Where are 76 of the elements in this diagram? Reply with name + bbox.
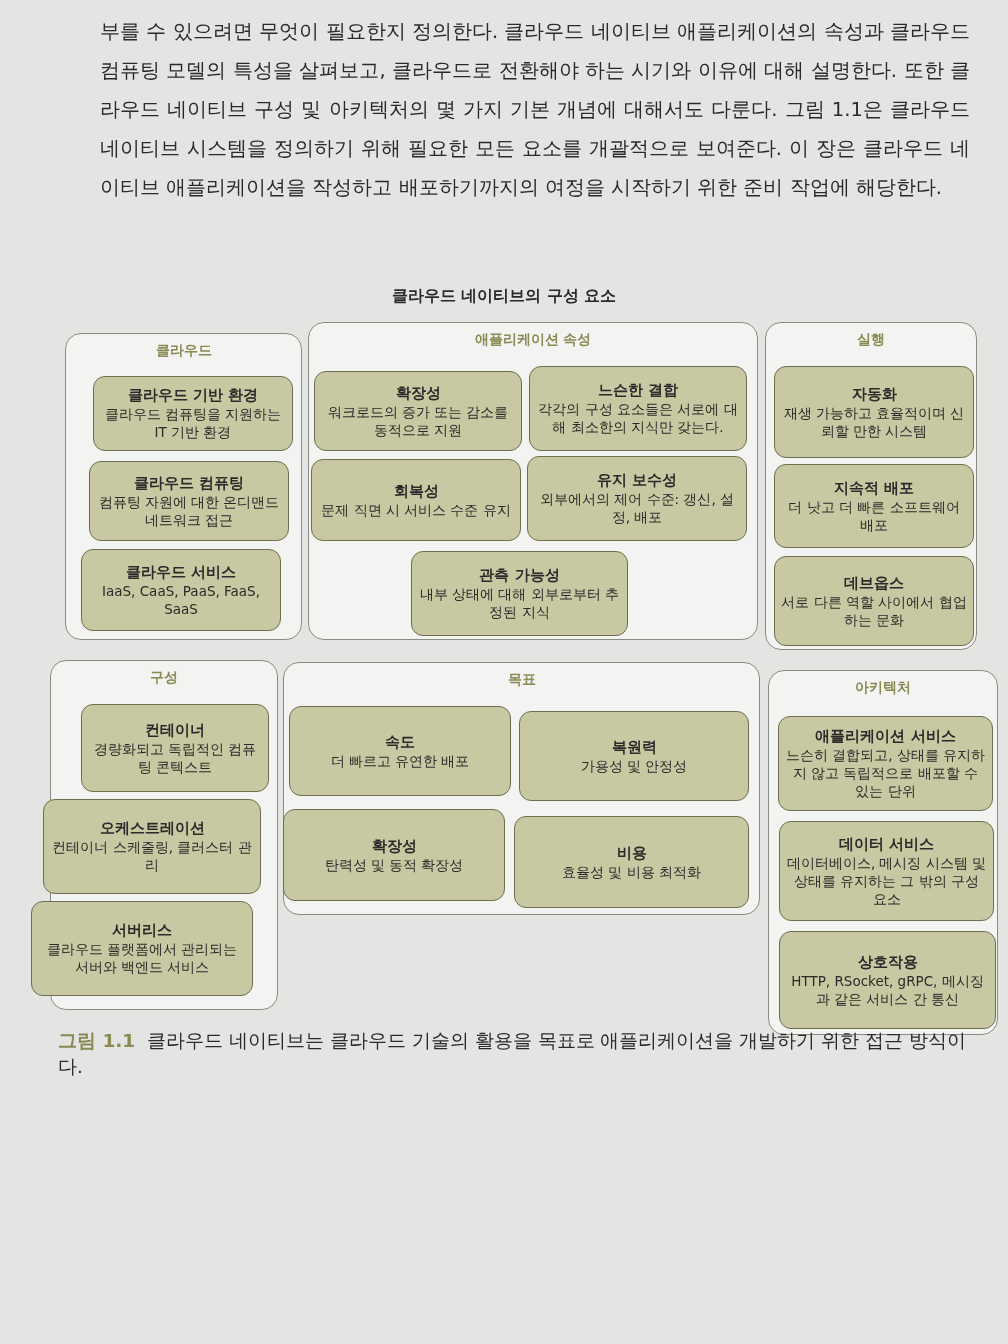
- component-box: [314, 371, 522, 451]
- component-box: [779, 931, 996, 1029]
- box-description: 가용성 및 안정성: [580, 756, 688, 775]
- box-heading: 회복성: [393, 481, 439, 501]
- component-box: [289, 706, 511, 796]
- box-description: 느슨히 결합되고, 상태를 유지하지 않고 독립적으로 배포할 수 있는 단위: [785, 746, 986, 800]
- box-description: 컴퓨팅 자원에 대한 온디맨드 네트워크 접근: [97, 492, 281, 529]
- box-description: 클라우드 컴퓨팅을 지원하는 IT 기반 환경: [103, 405, 283, 441]
- group-title: 목표: [506, 671, 537, 689]
- component-box: [411, 551, 628, 636]
- group-title: 클라우드: [154, 342, 213, 360]
- figure-caption: 그림 1.1 클라우드 네이티브는 클라우드 기술의 활용을 목표로 애플리케이션을 개발하기 위한 접근 방식이다.: [58, 1029, 967, 1079]
- component-box: [514, 816, 749, 908]
- box-description: 문제 직면 시 서비스 수준 유지: [321, 500, 511, 519]
- component-box: [529, 366, 747, 451]
- component-box: [774, 464, 974, 548]
- box-description: 효율성 및 비용 최적화: [562, 862, 701, 881]
- component-box: [81, 549, 281, 631]
- diagram-title: 클라우드 네이티브의 구성 요소: [390, 286, 618, 307]
- component-box: [774, 556, 974, 646]
- box-heading: 관측 가능성: [479, 566, 560, 585]
- component-box: [519, 711, 749, 801]
- box-heading: 클라우드 서비스: [125, 562, 237, 582]
- box-heading: 지속적 배포: [833, 478, 915, 498]
- group-panel: [308, 322, 758, 640]
- component-box: [283, 809, 505, 901]
- box-heading: 확장성: [371, 836, 417, 856]
- component-box: [43, 799, 261, 894]
- component-box: [774, 366, 974, 458]
- box-heading: 컨테이너: [145, 720, 205, 740]
- box-heading: 오케스트레이션: [99, 819, 205, 838]
- component-box: [311, 459, 521, 541]
- component-box: [779, 821, 994, 921]
- box-description: HTTP, RSocket, gRPC, 메시징과 같은 서비스 간 통신: [790, 971, 985, 1008]
- group-title: 애플리케이션 속성: [473, 331, 593, 349]
- box-heading: 느슨한 결합: [597, 381, 679, 400]
- box-description: 서로 다른 역할 사이에서 협업하는 문화: [781, 592, 967, 629]
- box-description: 내부 상태에 대해 외부로부터 추정된 지식: [418, 585, 621, 621]
- box-description: IaaS, CaaS, PaaS, FaaS, SaaS: [101, 581, 261, 618]
- box-heading: 클라우드 기반 환경: [127, 386, 259, 405]
- group-panel: [283, 662, 760, 915]
- component-box: [31, 901, 253, 996]
- box-heading: 데브옵스: [844, 573, 904, 593]
- box-heading: 상호작용: [857, 952, 918, 972]
- box-description: 데이터베이스, 메시징 시스템 및 상태를 유지하는 그 밖의 구성 요소: [786, 853, 987, 908]
- group-panel: [765, 322, 977, 650]
- box-description: 탄력성 및 동적 확장성: [324, 855, 464, 874]
- box-heading: 확장성: [395, 383, 441, 403]
- component-box: [81, 704, 269, 792]
- group-title: 실행: [856, 331, 886, 349]
- box-heading: 속도: [385, 732, 415, 752]
- component-box: [89, 461, 289, 541]
- box-heading: 자동화: [851, 384, 897, 404]
- box-description: 더 낫고 더 빠른 소프트웨어 배포: [787, 497, 961, 534]
- component-box: [93, 376, 293, 451]
- box-heading: 비용: [616, 843, 647, 863]
- box-description: 컨테이너 스케줄링, 클러스터 관리: [51, 838, 253, 874]
- group-panel: [65, 333, 302, 640]
- body-paragraph: 부를 수 있으려면 무엇이 필요한지 정의한다. 클라우드 네이티브 애플리케이션의 속성과 클라우드 컴퓨팅 모델의 특성을 살펴보고, 클라우드로 전환해야 하는 시기와 이유에 대해 설명한다. 또한 클라우드 네이티브 구성 및 아키텍처의 몇 가지 기본 개념에 대해서도 다룬다. 그림 1.1은 클라우드 네이티브 시스템을 정의하기 위해 필요한 모든 요소를 개괄적으로 보여준다. 이 장은 클라우드 네이티브 애플리케이션을 작성하고 배포하기까지의 여정을 시작하기 위한 준비 작업에 해당한다.: [100, 19, 970, 201]
- box-description: 재생 가능하고 효율적이며 신뢰할 만한 시스템: [782, 403, 966, 440]
- box-heading: 애플리케이션 서비스: [815, 727, 956, 746]
- component-box: [778, 716, 993, 811]
- box-heading: 데이터 서비스: [838, 834, 935, 854]
- group-title: 구성: [149, 669, 179, 687]
- box-description: 경량화되고 독립적인 컴퓨팅 콘텍스트: [92, 739, 258, 776]
- group-title: 아키텍처: [854, 679, 912, 697]
- box-description: 워크로드의 증가 또는 감소를 동적으로 지원: [326, 402, 510, 439]
- box-heading: 서버리스: [112, 921, 172, 940]
- box-heading: 유지 보수성: [596, 471, 678, 490]
- box-description: 클라우드 플랫폼에서 관리되는 서버와 백엔드 서비스: [45, 940, 239, 976]
- box-heading: 복원력: [611, 737, 657, 757]
- box-description: 더 빠르고 유연한 배포: [330, 751, 470, 770]
- box-description: 각각의 구성 요소들은 서로에 대해 최소한의 지식만 갖는다.: [537, 400, 739, 436]
- component-box: [527, 456, 747, 541]
- box-heading: 클라우드 컴퓨팅: [133, 473, 245, 493]
- box-description: 외부에서의 제어 수준: 갱신, 설정, 배포: [539, 490, 735, 526]
